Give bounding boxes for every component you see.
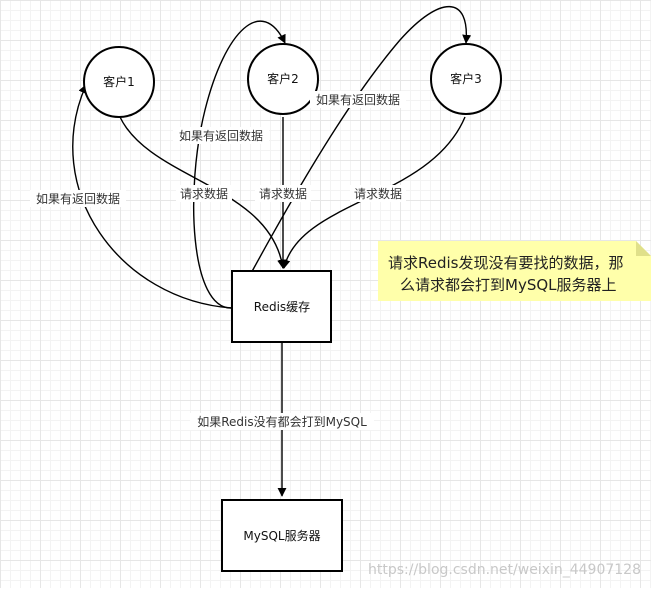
edge-return-client3: [231, 5, 472, 309]
mysql-label: MySQL服务器: [243, 528, 320, 543]
label-redis-to-mysql: 如果Redis没有都会打到MySQL: [197, 414, 367, 429]
watermark-url: https://blog.csdn.net/weixin_44907128: [368, 562, 641, 578]
edge-return-client1: [72, 84, 233, 309]
redis-node[interactable]: Redis缓存: [231, 270, 332, 343]
label-request-client2: 请求数据: [259, 186, 307, 201]
redis-label: Redis缓存: [254, 300, 310, 314]
mysql-node[interactable]: MySQL服务器: [221, 499, 343, 572]
note-line-2: 么请求都会打到MySQL服务器上: [400, 276, 617, 294]
edge-return-client2: [192, 20, 286, 309]
note-callout[interactable]: 请求Redis发现没有要找的数据，那 么请求都会打到MySQL服务器上: [378, 241, 651, 301]
client2-node[interactable]: 客户2: [247, 43, 319, 115]
client2-label: 客户2: [267, 71, 299, 86]
client1-node[interactable]: 客户1: [83, 46, 155, 118]
note-fold-icon: [636, 241, 651, 256]
label-return-client1: 如果有返回数据: [36, 191, 120, 206]
label-request-client3: 请求数据: [354, 186, 402, 201]
client1-label: 客户1: [103, 74, 135, 89]
client3-node[interactable]: 客户3: [430, 43, 502, 115]
label-return-client3: 如果有返回数据: [316, 92, 400, 107]
note-line-1: 请求Redis发现没有要找的数据，那: [388, 254, 623, 272]
client3-label: 客户3: [450, 71, 482, 86]
label-return-client2: 如果有返回数据: [179, 128, 263, 143]
label-request-client1: 请求数据: [180, 186, 228, 201]
